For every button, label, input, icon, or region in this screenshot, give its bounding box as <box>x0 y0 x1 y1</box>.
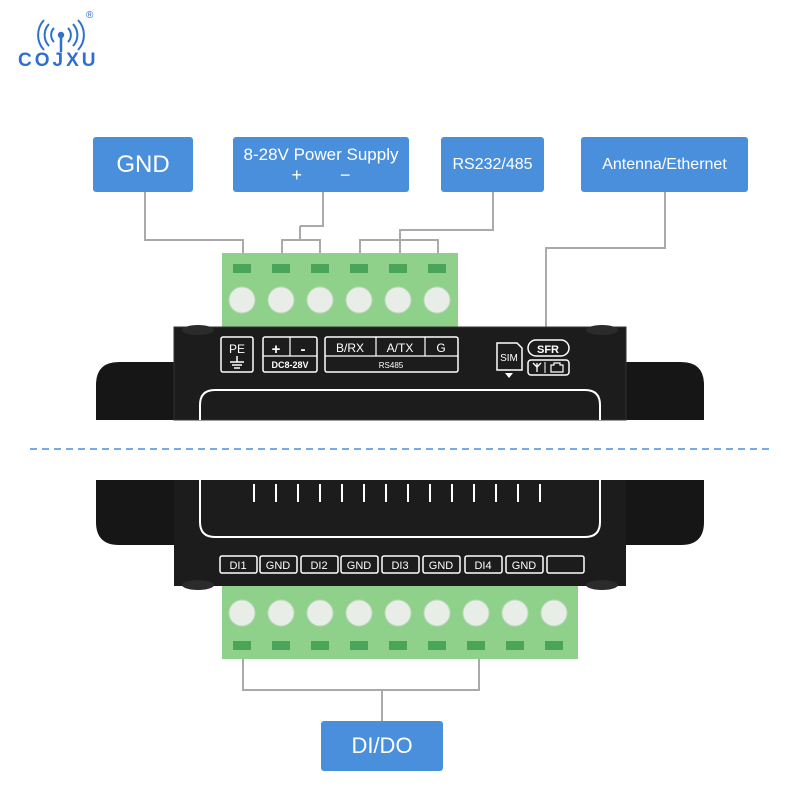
terminal-label-gnd3: GND <box>429 560 454 572</box>
left-rail-bottom <box>96 480 180 545</box>
antenna-leader <box>545 192 666 336</box>
power-supply-callout: 8-28V Power Supply + − <box>233 137 409 192</box>
dc-label-box <box>262 336 318 373</box>
power-minus-label: − <box>340 164 351 185</box>
serial-callout-label: RS232/485 <box>452 155 533 173</box>
bottom-terminal-slots <box>233 641 563 650</box>
g-label: G <box>436 341 445 355</box>
terminal-label-di1: DI1 <box>229 560 246 572</box>
power-plus-label: + <box>291 164 302 185</box>
dc-plus-label: + <box>272 341 281 358</box>
terminal-label-gnd1: GND <box>266 560 291 572</box>
antenna-callout: Antenna/Ethernet <box>581 137 748 192</box>
rs485-label: RS485 <box>379 361 404 370</box>
gnd-callout-label: GND <box>116 150 170 178</box>
pe-label-box <box>220 336 254 373</box>
sfr-label: SFR <box>537 344 559 356</box>
brand-logo-text: COJXU <box>18 50 99 71</box>
antenna-ethernet-box <box>527 359 570 376</box>
terminal-label-gnd2: GND <box>347 560 372 572</box>
brx-label: B/RX <box>336 341 364 355</box>
top-terminal-screws <box>228 286 451 314</box>
terminal-label-di3: DI3 <box>391 560 408 572</box>
terminal-label-di4: DI4 <box>474 560 491 572</box>
signal-logo-icon <box>37 19 85 52</box>
sfr-label-box <box>527 339 570 357</box>
serial-bracket <box>359 239 439 260</box>
gnd-leader <box>144 192 244 260</box>
power-bracket <box>281 239 321 260</box>
rs485-label-box <box>324 336 459 373</box>
left-rail-top <box>96 362 180 420</box>
top-terminal-slots <box>233 264 446 273</box>
pe-label: PE <box>229 342 245 356</box>
sim-card-icon <box>496 342 523 371</box>
gnd-callout: GND <box>93 137 193 192</box>
terminal-label-di2: DI2 <box>310 560 327 572</box>
atx-label: A/TX <box>387 341 414 355</box>
terminal-label-gnd4: GND <box>512 560 537 572</box>
dc-range-label: DC8-28V <box>271 360 308 370</box>
sim-label: SIM <box>500 353 518 364</box>
vent-slots <box>253 484 541 502</box>
power-supply-label: 8-28V Power Supply <box>243 144 399 164</box>
antenna-icon <box>532 362 542 372</box>
power-leader <box>300 192 324 227</box>
front-window-top <box>199 389 601 420</box>
right-rail-top <box>620 362 704 420</box>
dc-minus-label: - <box>301 341 306 358</box>
sim-arrow-icon <box>505 373 513 378</box>
antenna-callout-label: Antenna/Ethernet <box>602 155 727 173</box>
device-text-labels: PE + - DC8-28V B/RX A/TX G RS485 SIM SFR… <box>229 341 559 572</box>
ethernet-icon <box>550 362 564 373</box>
bottom-terminal-screws <box>228 599 568 627</box>
device-upper-half <box>96 325 704 421</box>
device-lower-half <box>96 480 704 590</box>
ground-symbol-icon <box>230 356 244 369</box>
serial-callout: RS232/485 <box>441 137 544 192</box>
front-window-bottom <box>199 480 601 538</box>
power-polarity-row: + − <box>291 165 350 185</box>
serial-leader <box>399 192 494 240</box>
registered-mark: ® <box>86 10 94 21</box>
dido-callout: DI/DO <box>321 721 443 771</box>
bottom-terminal-labels: DI1 GND DI2 GND DI3 GND DI4 GND <box>229 560 536 572</box>
bottom-terminal-label-boxes <box>219 555 585 574</box>
dido-bracket <box>242 645 480 691</box>
bottom-terminal-block <box>222 585 578 659</box>
right-rail-bottom <box>620 480 704 545</box>
top-terminal-block <box>222 253 458 333</box>
leader-lines <box>144 192 666 721</box>
dido-callout-label: DI/DO <box>351 733 413 758</box>
